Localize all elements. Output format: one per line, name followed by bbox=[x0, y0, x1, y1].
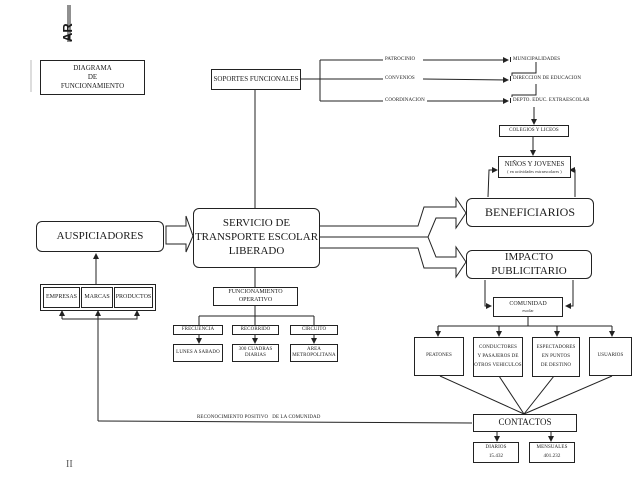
group-line: OTROS VEHICULOS bbox=[474, 363, 522, 369]
link-label-patrocinio: PATROCINIO bbox=[383, 57, 418, 62]
frecuencia-value-box: LUNES A SABADO bbox=[173, 344, 223, 362]
recorrido-value-2: DIARIAS bbox=[245, 353, 266, 358]
servicio-line-2: TRANSPORTE ESCOLAR bbox=[194, 231, 319, 244]
connector bbox=[511, 62, 537, 76]
group-conductores: CONDUCTORES Y PASAJEROS DE OTROS VEHICUL… bbox=[473, 337, 523, 377]
circuito-value-2: METROPOLITANA bbox=[292, 353, 336, 358]
group-line: ESPECTADORES bbox=[536, 344, 576, 350]
circuito-header: CIRCUITO bbox=[290, 325, 338, 335]
feedback-label: RECONOCIMIENTO POSITIVO DE LA COMUNIDAD bbox=[197, 415, 321, 420]
corner-mark: AR bbox=[60, 23, 75, 42]
title-line-2: DE bbox=[87, 73, 98, 82]
servicio-line-1: SERVICIO DE bbox=[222, 217, 291, 230]
comunidad-box: COMUNIDAD escolar bbox=[493, 297, 563, 317]
group-line: PEATONES bbox=[426, 353, 452, 359]
frecuencia-header: FRECUENCIA bbox=[173, 325, 223, 335]
recorrido-value-box: 300 CUADRAS DIARIAS bbox=[232, 344, 279, 362]
group-line: EN PUNTOS bbox=[541, 353, 571, 359]
diarios-box: DIARIOS 15.432 bbox=[473, 442, 519, 463]
target-direccion-educacion: DIRECCION DE EDUCACION bbox=[510, 76, 584, 81]
colegios-box: COLEGIOS Y LICEOS bbox=[499, 125, 569, 137]
link-label-coordinacion: COORDINACION bbox=[383, 98, 427, 103]
arrow bbox=[484, 280, 492, 309]
soportes-funcionales-box: SOPORTES FUNCIONALES bbox=[211, 69, 301, 90]
connector bbox=[439, 375, 525, 415]
arrow bbox=[422, 76, 509, 83]
mensuales-label: MENSUALES bbox=[536, 444, 568, 450]
connector bbox=[97, 420, 473, 424]
funcionamiento-line-2: OPERATIVO bbox=[238, 296, 273, 303]
item-empresas: EMPRESAS bbox=[43, 287, 80, 308]
contactos-box: CONTACTOS bbox=[473, 414, 577, 432]
diarios-value: 15.432 bbox=[488, 454, 504, 459]
group-peatones: PEATONES bbox=[414, 337, 464, 376]
mensuales-box: MENSUALES 401.232 bbox=[529, 442, 575, 463]
connector bbox=[523, 375, 613, 415]
impacto-publicitario-box: IMPACTO PUBLICITARIO bbox=[466, 250, 592, 279]
ninos-jovenes-box: NIÑOS Y JOVENES ( en actividades extraes… bbox=[498, 156, 571, 178]
connector bbox=[523, 375, 555, 415]
arrow bbox=[565, 280, 574, 309]
recorrido-value-1: 300 CUADRAS bbox=[238, 346, 273, 352]
circuito-value-box: AREA METROPOLITANA bbox=[290, 344, 338, 362]
group-line: Y PASAJEROS DE bbox=[477, 353, 519, 359]
comunidad-title: COMUNIDAD bbox=[509, 300, 547, 307]
group-line: USUARIOS bbox=[597, 353, 624, 359]
item-productos-label: PRODUCTOS bbox=[115, 293, 152, 300]
arrow bbox=[62, 310, 140, 320]
group-line: CONDUCTORES bbox=[479, 344, 517, 350]
diagram-title-box: DIAGRAMA DE FUNCIONAMIENTO bbox=[40, 60, 145, 95]
auspiciadores-title: AUSPICIADORES bbox=[56, 229, 144, 242]
recorrido-label: RECORRIDO bbox=[240, 326, 271, 332]
comunidad-subtitle: escolar bbox=[522, 308, 534, 314]
target-municipalidades: MUNICIPALIDADES bbox=[510, 57, 563, 62]
link-label-convenios: CONVENIOS bbox=[383, 76, 417, 81]
funcionamiento-box: FUNCIONAMIENTO OPERATIVO bbox=[213, 287, 298, 306]
beneficiarios-box: BENEFICIARIOS bbox=[466, 198, 594, 227]
target-depto-extraescolar: DEPTO. EDUC. EXTRAESCOLAR bbox=[510, 98, 592, 103]
item-marcas: MARCAS bbox=[81, 287, 113, 308]
recorrido-header: RECORRIDO bbox=[232, 325, 279, 335]
funcionamiento-line-1: FUNCIONAMIENTO bbox=[228, 289, 283, 295]
item-productos: PRODUCTOS bbox=[114, 287, 153, 308]
contactos-title: CONTACTOS bbox=[498, 417, 552, 428]
title-line-1: DIAGRAMA bbox=[73, 64, 112, 73]
servicio-line-3: LIBERADO bbox=[228, 244, 285, 257]
beneficiarios-label: BENEFICIARIOS bbox=[484, 205, 575, 219]
arrow bbox=[487, 167, 498, 198]
block-arrow bbox=[165, 215, 194, 253]
frecuencia-label: FRECUENCIA bbox=[181, 326, 215, 332]
arrow bbox=[569, 167, 576, 197]
soportes-title: SOPORTES FUNCIONALES bbox=[213, 75, 299, 84]
group-line: DE DESTINO bbox=[540, 363, 572, 369]
item-empresas-label: EMPRESAS bbox=[45, 293, 77, 300]
page-mark: II bbox=[66, 459, 73, 470]
auspiciadores-items-group: EMPRESAS MARCAS PRODUCTOS bbox=[40, 284, 156, 311]
mensuales-value: 401.232 bbox=[543, 454, 561, 459]
auspiciadores-box: AUSPICIADORES bbox=[36, 221, 164, 252]
group-usuarios: USUARIOS bbox=[589, 337, 632, 376]
title-line-3: FUNCIONAMIENTO bbox=[60, 81, 125, 90]
connector bbox=[498, 375, 525, 415]
servicio-transporte-box: SERVICIO DE TRANSPORTE ESCOLAR LIBERADO bbox=[193, 208, 320, 268]
circuito-value-1: AREA bbox=[306, 346, 321, 352]
frecuencia-value: LUNES A SABADO bbox=[176, 349, 220, 355]
diarios-label: DIARIOS bbox=[485, 444, 507, 450]
circuito-label: CIRCUITO bbox=[301, 326, 327, 332]
group-espectadores: ESPECTADORES EN PUNTOS DE DESTINO bbox=[532, 337, 580, 377]
item-marcas-label: MARCAS bbox=[84, 293, 110, 300]
colegios-label: COLEGIOS Y LICEOS bbox=[509, 127, 559, 133]
connector bbox=[511, 84, 537, 97]
ninos-title: NIÑOS Y JOVENES bbox=[504, 160, 565, 169]
ninos-subtitle: ( en actividades extraescolares ) bbox=[507, 168, 562, 174]
impacto-label: IMPACTO PUBLICITARIO bbox=[491, 250, 567, 277]
